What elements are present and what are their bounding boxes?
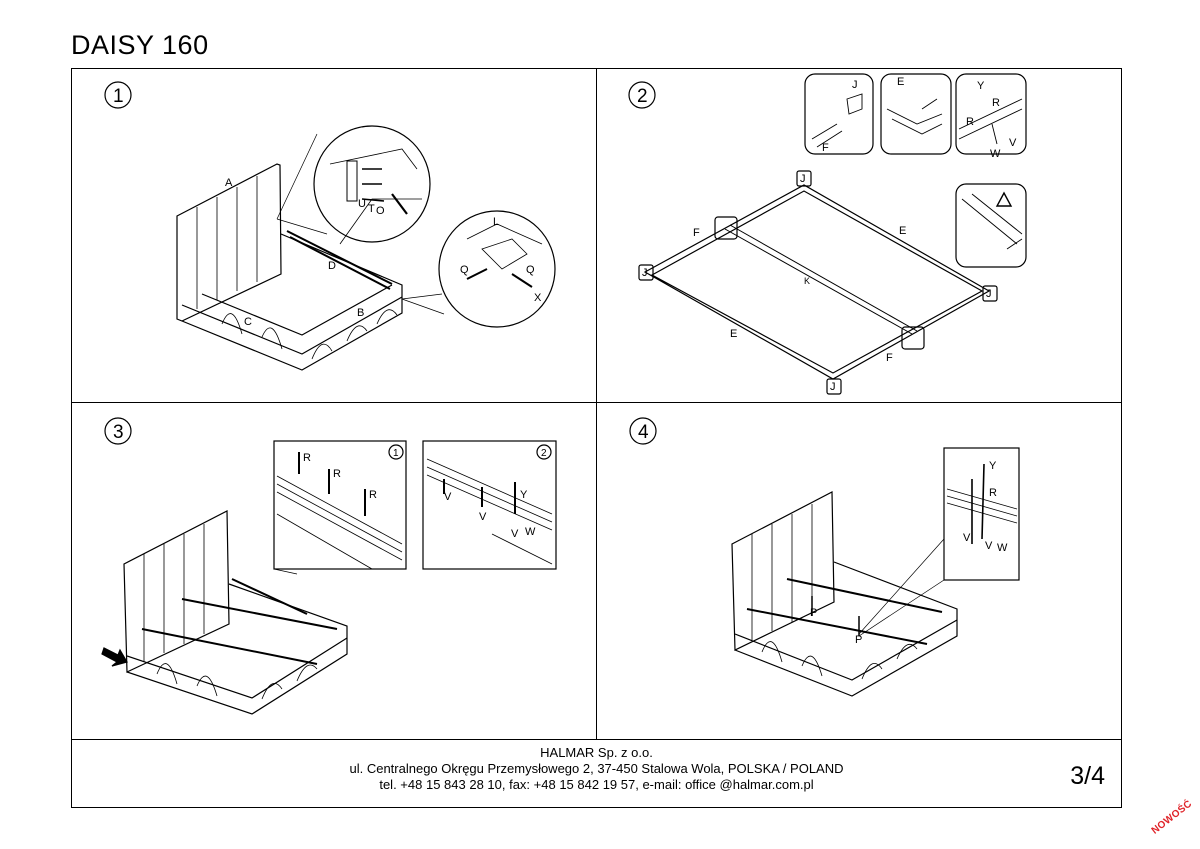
inset-label-y: Y bbox=[977, 80, 985, 92]
step-2-panel: 2 J J J J F F E E K J F E Y R R V W bbox=[628, 73, 1027, 395]
inset-4-label-v2: V bbox=[985, 540, 993, 552]
step-2-badge bbox=[628, 81, 656, 109]
label-l: L bbox=[493, 216, 499, 228]
label-j-bottom: J bbox=[830, 381, 836, 393]
zoom-detail-bracket bbox=[313, 125, 431, 243]
label-e-bottom: E bbox=[730, 328, 737, 340]
label-c: C bbox=[244, 316, 252, 328]
label-q-right: Q bbox=[526, 264, 535, 276]
inset-3-label-v1: V bbox=[444, 491, 452, 503]
connector-box-left bbox=[714, 216, 738, 240]
inset-3-label-y: Y bbox=[520, 489, 528, 501]
label-o: O bbox=[376, 205, 385, 217]
step-4-number: 4 bbox=[638, 422, 649, 443]
label-p-left: P bbox=[810, 607, 817, 619]
label-f-right: F bbox=[886, 352, 893, 364]
inset-3-1-number: 1 bbox=[393, 448, 399, 459]
label-e-top: E bbox=[899, 225, 906, 237]
panel-divider-horizontal bbox=[71, 402, 1122, 404]
inset-3-label-r1: R bbox=[303, 452, 311, 464]
inset-3-label-v3: V bbox=[511, 528, 519, 540]
connector-box-right bbox=[901, 326, 925, 350]
label-j-left: J bbox=[642, 267, 648, 279]
inset-4-label-r: R bbox=[989, 487, 997, 499]
new-badge: NOWOŚĆ bbox=[1149, 798, 1195, 837]
inset-bracket-e bbox=[880, 73, 952, 155]
arrow-icon bbox=[101, 647, 128, 667]
inset-3-label-v2: V bbox=[479, 511, 487, 523]
footer-contact-line: tel. +48 15 843 28 10, fax: +48 15 842 1… bbox=[379, 777, 814, 792]
inset-screws bbox=[955, 73, 1027, 155]
inset-label-r2: R bbox=[966, 116, 974, 128]
inset-4-label-w: W bbox=[997, 542, 1008, 554]
inset-label-w: W bbox=[990, 148, 1001, 160]
label-d: D bbox=[328, 260, 336, 272]
headboard-3 bbox=[123, 510, 230, 673]
label-q-left: Q bbox=[460, 264, 469, 276]
inset-3-label-r2: R bbox=[333, 468, 341, 480]
inset-label-v: V bbox=[1009, 137, 1017, 149]
zoom-detail-corner bbox=[438, 210, 556, 328]
inset-bracket-jf bbox=[804, 73, 874, 155]
inset-label-f: F bbox=[822, 142, 829, 154]
label-x: X bbox=[534, 292, 542, 304]
headboard-a bbox=[176, 163, 282, 322]
step-1-panel: 1 A B C D L Q Q X U T O bbox=[104, 81, 556, 371]
footer-contact: HALMAR Sp. z o.o. ul. Centralnego Okręgu… bbox=[71, 740, 1122, 808]
step-2-number: 2 bbox=[637, 86, 648, 107]
inset-label-j: J bbox=[852, 79, 858, 91]
label-a: A bbox=[225, 177, 233, 189]
step-1-badge bbox=[104, 81, 132, 109]
step-4-panel: 4 Y R V V W P P bbox=[629, 417, 1020, 697]
step-3-badge bbox=[104, 417, 132, 445]
step-3-panel: 3 1 2 R R R V V V Y W bbox=[101, 417, 557, 715]
inset-3-2 bbox=[422, 440, 557, 570]
inset-4-label-v1: V bbox=[963, 532, 971, 544]
label-p-right: P bbox=[855, 634, 862, 646]
footer-address: ul. Centralnego Okręgu Przemysłowego 2, … bbox=[349, 761, 844, 776]
center-beam-k bbox=[724, 224, 918, 335]
step-1-number: 1 bbox=[113, 86, 124, 107]
step-3-number: 3 bbox=[113, 422, 124, 443]
label-t: T bbox=[368, 203, 375, 215]
label-j-top: J bbox=[800, 173, 806, 185]
headboard-4 bbox=[731, 491, 835, 651]
label-f-left: F bbox=[693, 227, 700, 239]
inset-label-e: E bbox=[897, 76, 904, 88]
inset-warning bbox=[955, 183, 1027, 268]
footer-company: HALMAR Sp. z o.o. bbox=[540, 745, 653, 760]
panel-divider-vertical bbox=[596, 68, 598, 739]
inset-3-2-number: 2 bbox=[541, 448, 547, 459]
inset-label-r1: R bbox=[992, 97, 1000, 109]
warning-icon bbox=[995, 191, 1013, 207]
label-k: K bbox=[804, 276, 810, 286]
step-4-badge bbox=[629, 417, 657, 445]
inset-3-label-w: W bbox=[525, 526, 536, 538]
label-b: B bbox=[357, 307, 364, 319]
inset-4 bbox=[943, 447, 1020, 581]
bed-frame-3 bbox=[126, 583, 348, 715]
inset-4-label-y: Y bbox=[989, 460, 997, 472]
page-number: 3/4 bbox=[1070, 762, 1105, 790]
label-u: U bbox=[358, 198, 366, 210]
bed-frame-4 bbox=[734, 561, 958, 697]
inset-3-1 bbox=[273, 440, 407, 570]
slat-frame-outer bbox=[643, 184, 991, 380]
label-j-right: J bbox=[986, 288, 992, 300]
inset-3-label-r3: R bbox=[369, 489, 377, 501]
footer-divider bbox=[71, 739, 1122, 741]
document-title: DAISY 160 bbox=[71, 30, 209, 60]
